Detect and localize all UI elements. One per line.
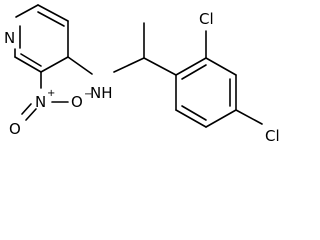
bond: [67, 56, 93, 75]
chlorine-label: Cl: [265, 127, 280, 145]
bond: [37, 11, 65, 27]
bond: [15, 4, 39, 18]
chloro-bonds: [205, 30, 263, 125]
bond: [40, 56, 69, 73]
bond: [235, 109, 263, 125]
chlorine-label: Cl: [199, 10, 214, 28]
nitro-oxygen-label: O: [71, 93, 83, 111]
pyridine-ring: [14, 4, 69, 73]
nitro-nitrogen-label: N: [35, 93, 46, 111]
bond: [21, 103, 32, 115]
bond: [143, 57, 177, 76]
atom-labels: N NH N + O O − Cl Cl: [4, 10, 280, 145]
pyridine-nitrogen-label: N: [4, 29, 15, 47]
nitro-negative-charge: −: [84, 89, 92, 100]
chemical-structure-diagram: N NH N + O O − Cl Cl: [4, 4, 280, 145]
nitro-oxygen-label: O: [9, 120, 21, 138]
bond: [205, 57, 237, 76]
bond: [20, 53, 42, 67]
nitro-group: [21, 71, 69, 121]
amine-linker: [67, 22, 177, 76]
bond: [37, 4, 69, 22]
nitro-positive-charge: +: [47, 88, 55, 99]
bond: [175, 109, 207, 128]
bond: [113, 57, 145, 73]
dichlorophenyl-ring: [175, 57, 237, 128]
bond: [181, 64, 207, 80]
amine-nh-label: NH: [90, 84, 113, 102]
bond: [181, 105, 207, 121]
bond: [175, 57, 207, 76]
bond: [14, 56, 42, 73]
bond: [205, 109, 237, 128]
bond: [25, 108, 37, 121]
